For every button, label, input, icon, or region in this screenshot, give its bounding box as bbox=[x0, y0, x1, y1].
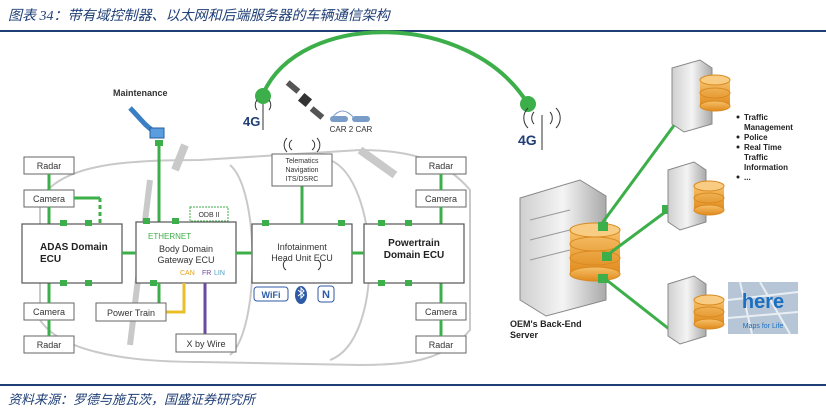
radar-label: Radar bbox=[429, 161, 454, 171]
camera-label: Camera bbox=[33, 307, 65, 317]
x-by-wire-box: X by Wire bbox=[175, 333, 237, 353]
ecu-ethernet-links bbox=[74, 186, 364, 255]
can-bus-link bbox=[166, 283, 186, 314]
label-4g-backend: 4G bbox=[518, 132, 537, 148]
signal-waves-icon bbox=[282, 137, 322, 271]
maps-server-icon bbox=[667, 275, 725, 345]
infotainment-label-line1: Infotainment bbox=[277, 242, 327, 252]
ethernet-cable-icon bbox=[128, 106, 165, 139]
label-4g-vehicle: 4G bbox=[243, 114, 260, 129]
radar-label: Radar bbox=[37, 340, 62, 350]
obd-port bbox=[189, 206, 229, 222]
fr-label: FR bbox=[202, 270, 211, 277]
body-label-line1: Body Domain bbox=[159, 244, 213, 254]
camera-label: Camera bbox=[425, 307, 457, 317]
right-sensor-column: Radar Camera Camera Radar bbox=[415, 156, 467, 354]
antenna-icon-backend bbox=[523, 107, 561, 150]
here-maps-logo: here Maps for Life bbox=[727, 281, 799, 335]
lin-label: LIN bbox=[214, 270, 225, 277]
can-label: CAN bbox=[180, 270, 195, 277]
backend-links bbox=[598, 119, 680, 338]
svg-text:Information: Information bbox=[744, 163, 788, 172]
car2car-label: CAR 2 CAR bbox=[330, 125, 373, 134]
powertrain-domain-ecu: Powertrain Domain ECU bbox=[363, 223, 465, 284]
power-train-box: Power Train bbox=[95, 302, 167, 322]
oem-backend-server-icon bbox=[519, 179, 607, 317]
footer-rule bbox=[0, 384, 826, 386]
body-label-line2: Gateway ECU bbox=[157, 255, 214, 265]
adas-domain-ecu: ADAS Domain ECU bbox=[21, 223, 123, 284]
nfc-icon: N bbox=[317, 285, 335, 303]
power-train-label: Power Train bbox=[107, 308, 155, 318]
svg-text:Police: Police bbox=[744, 133, 768, 142]
telematics-box: Telematics Navigation ITS/DSRC bbox=[271, 153, 333, 187]
svg-text:...: ... bbox=[744, 173, 751, 182]
powertrain-label-line1: Powertrain bbox=[388, 238, 440, 249]
camera-label: Camera bbox=[33, 194, 65, 204]
info-server-icon bbox=[667, 161, 725, 231]
figure-title: 图表 34：带有域控制器、以太网和后端服务器的车辆通信架构 bbox=[8, 9, 390, 24]
left-sensor-column: Radar Camera Camera Radar bbox=[23, 156, 75, 354]
svg-text:Maps for Life: Maps for Life bbox=[743, 323, 784, 330]
camera-label: Camera bbox=[425, 194, 457, 204]
wifi-icon: WiFi bbox=[253, 286, 289, 302]
x-by-wire-label: X by Wire bbox=[186, 339, 225, 349]
oem-server-label-line1: OEM's Back-End bbox=[510, 319, 582, 329]
svg-text:Real Time: Real Time bbox=[744, 143, 782, 152]
svg-text:here: here bbox=[742, 291, 784, 313]
svg-text:WiFi: WiFi bbox=[262, 290, 281, 300]
infotainment-head-unit-ecu: Infotainment Head Unit ECU bbox=[251, 223, 353, 284]
arc-endpoint-right bbox=[520, 96, 536, 112]
oem-server-label-line2: Server bbox=[510, 330, 539, 340]
wireless-link-arc bbox=[261, 30, 530, 106]
telematics-line3: ITS/DSRC bbox=[286, 176, 319, 183]
title-rule bbox=[0, 30, 826, 32]
radar-label: Radar bbox=[37, 161, 62, 171]
services-list: Traffic Management Police Real Time Traf… bbox=[736, 113, 793, 182]
ethernet-label: ETHERNET bbox=[148, 232, 191, 241]
maintenance-label: Maintenance bbox=[113, 88, 168, 98]
antenna-icon-vehicle bbox=[254, 99, 272, 130]
svg-text:Traffic: Traffic bbox=[744, 153, 769, 162]
obd-label: ODB II bbox=[198, 212, 219, 219]
telematics-line1: Telematics bbox=[285, 158, 319, 165]
svg-text:Traffic: Traffic bbox=[744, 113, 769, 122]
traffic-server-icon bbox=[671, 59, 731, 133]
car-to-car-icon: CAR 2 CAR bbox=[330, 110, 373, 134]
telematics-line2: Navigation bbox=[285, 167, 318, 174]
powertrain-label-line2: Domain ECU bbox=[384, 250, 445, 261]
adas-label-line1: ADAS Domain bbox=[40, 242, 108, 253]
adas-label-line2: ECU bbox=[40, 254, 61, 265]
infotainment-label-line2: Head Unit ECU bbox=[271, 253, 333, 263]
radar-label: Radar bbox=[429, 340, 454, 350]
body-domain-gateway-ecu: ETHERNET Body Domain Gateway ECU ODB II … bbox=[135, 206, 237, 284]
svg-text:Management: Management bbox=[744, 123, 793, 132]
satellite-icon bbox=[285, 80, 325, 120]
svg-text:N: N bbox=[322, 289, 330, 301]
arc-endpoint-left bbox=[255, 88, 271, 104]
source-note: 资料来源：罗德与施瓦茨，国盛证券研究所 bbox=[8, 392, 256, 407]
bluetooth-icon bbox=[295, 286, 307, 304]
connector-dots bbox=[60, 218, 412, 286]
